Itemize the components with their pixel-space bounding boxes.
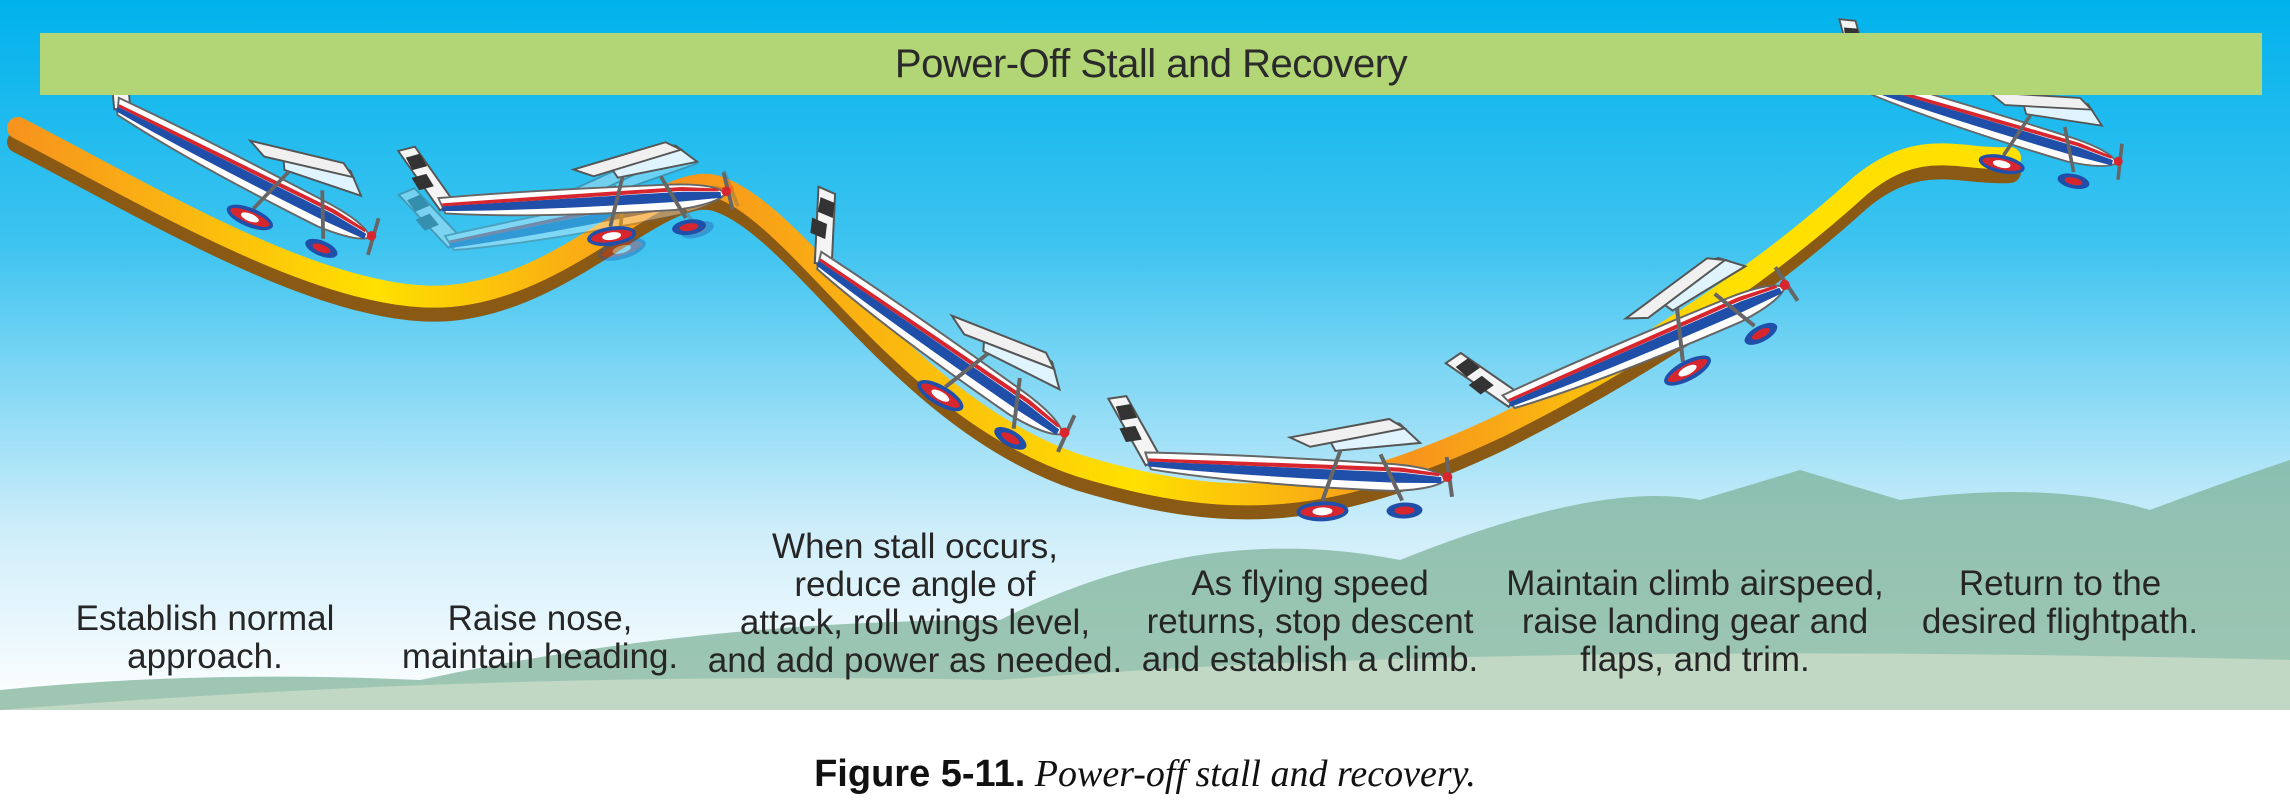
step-label-4: As flying speed returns, stop descent an… [1141, 564, 1479, 679]
foreground-hills [0, 653, 2290, 710]
step-label-3: When stall occurs, reduce angle of attac… [707, 527, 1123, 680]
diagram-title: Power-Off Stall and Recovery [40, 33, 2262, 95]
step-label-2: Raise nose, maintain heading. [401, 599, 679, 676]
flightpath [7, 117, 2021, 506]
flightpath-shadow [7, 131, 2021, 520]
figure-caption-label: Figure 5-11. [814, 753, 1026, 795]
mountains [0, 460, 2290, 710]
figure-caption-text: Power-off stall and recovery. [1034, 753, 1476, 795]
figure-caption: Figure 5-11. Power-off stall and recover… [0, 752, 2290, 796]
step-label-5: Maintain climb airspeed, raise landing g… [1506, 564, 1884, 679]
step-label-6: Return to the desired flightpath. [1921, 564, 2199, 641]
diagram-scene [0, 0, 2290, 710]
step-label-1: Establish normal approach. [75, 599, 335, 676]
